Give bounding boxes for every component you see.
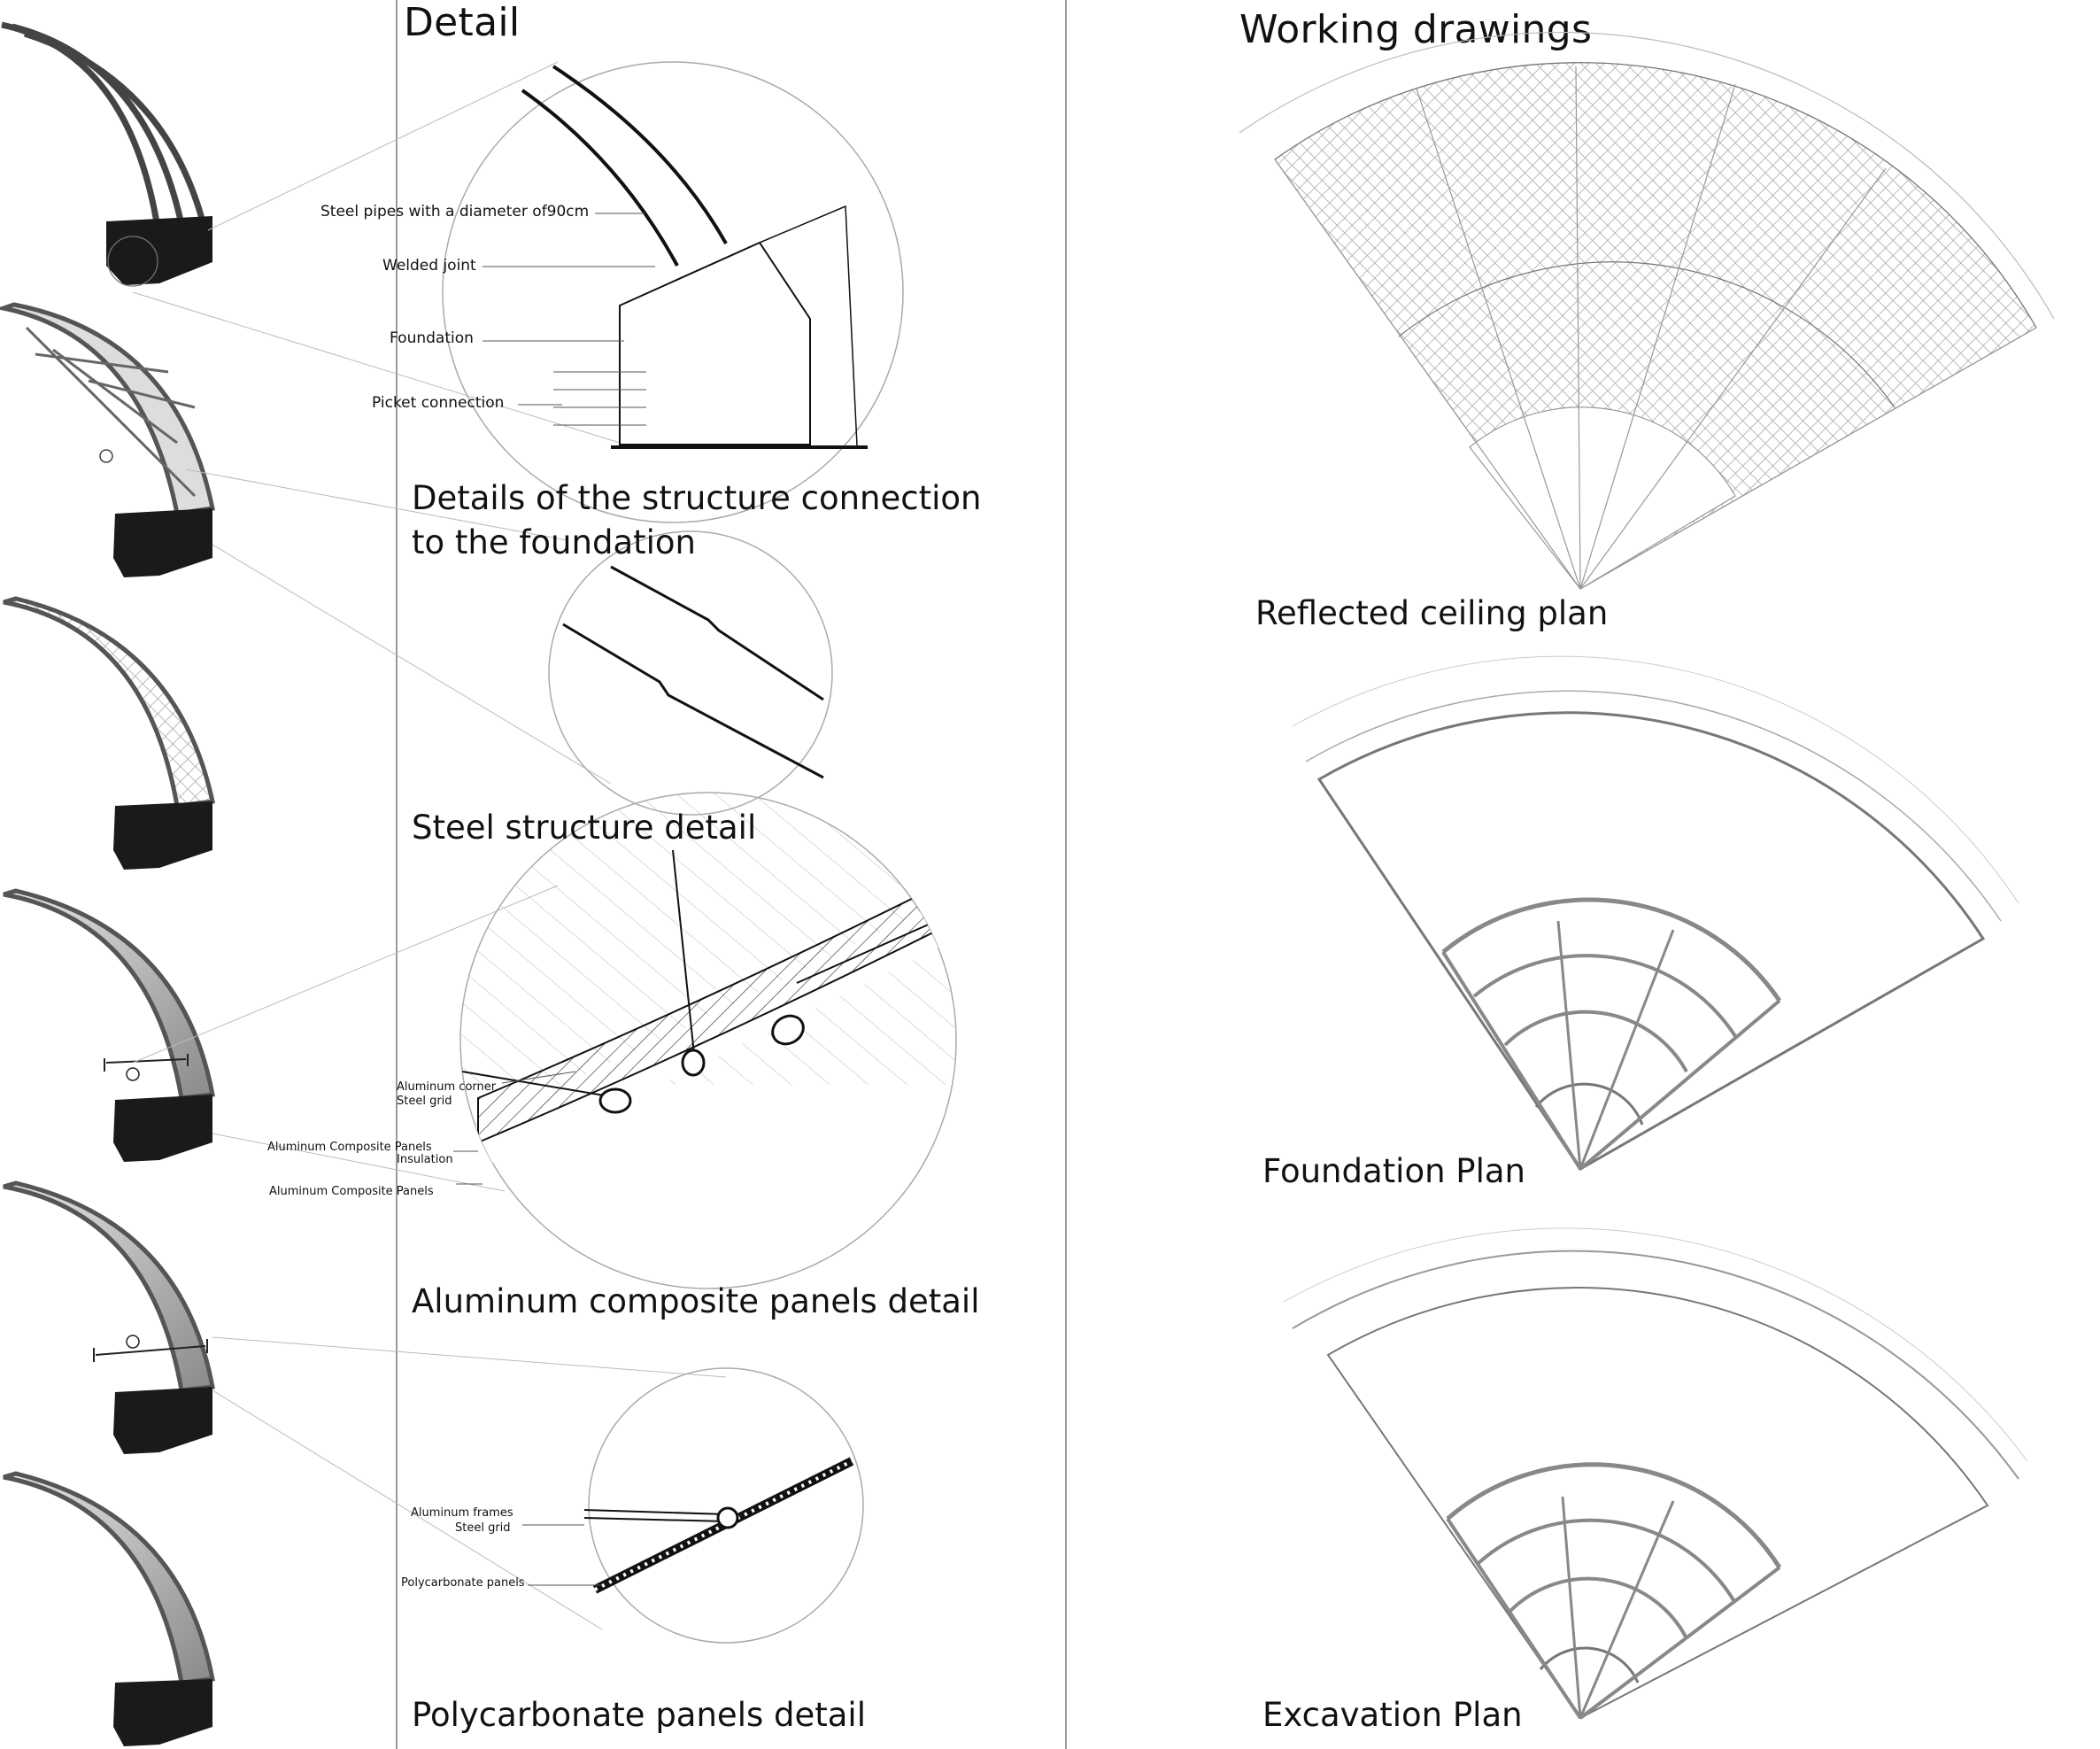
caption-foundation-plan: Foundation Plan	[1262, 1152, 1526, 1190]
label-steel-grid-b: Steel grid	[455, 1521, 511, 1535]
detail-title: Detail	[404, 0, 521, 45]
label-steel-pipes: Steel pipes with a diameter of90cm	[320, 203, 590, 221]
caption-connection: Details of the structure connection to t…	[412, 479, 982, 561]
label-foundation: Foundation	[390, 329, 474, 347]
arch-model-final	[3, 1471, 215, 1746]
detail-polycarbonate	[522, 1367, 864, 1644]
caption-excavation-plan: Excavation Plan	[1262, 1696, 1523, 1734]
caption-reflected-ceiling: Reflected ceiling plan	[1255, 594, 1609, 632]
label-welded-joint: Welded joint	[382, 257, 476, 275]
caption-aluminum: Aluminum composite panels detail	[412, 1282, 980, 1320]
detail-connection	[442, 61, 904, 523]
label-aluminum-frames: Aluminum frames	[411, 1506, 513, 1520]
working-drawings-title: Working drawings	[1239, 7, 1593, 52]
detail-aluminum	[453, 792, 957, 1289]
arch-model-polycarbonate	[3, 1180, 215, 1454]
arch-model-pipes	[1, 21, 212, 287]
label-picket-connection: Picket connection	[372, 394, 505, 412]
plan-foundation	[1292, 655, 2019, 1171]
divider-right	[1065, 0, 1067, 1749]
arch-model-lattice	[3, 596, 216, 870]
divider-left	[396, 0, 398, 1749]
arch-model-aluminum	[3, 888, 215, 1162]
label-acp-1: Aluminum Composite Panels	[267, 1141, 432, 1154]
label-polycarbonate-panels: Polycarbonate panels	[401, 1576, 525, 1590]
label-aluminum-corner: Aluminum corner	[397, 1080, 497, 1094]
plan-excavation	[1283, 1227, 2028, 1720]
caption-polycarbonate: Polycarbonate panels detail	[412, 1696, 866, 1734]
leader-lines	[132, 61, 727, 1630]
label-insulation: Insulation	[397, 1153, 453, 1166]
label-acp-2: Aluminum Composite Panels	[269, 1185, 434, 1198]
plan-reflected-ceiling	[1239, 32, 2055, 590]
arch-model-steel	[0, 302, 215, 577]
label-steel-grid-a: Steel grid	[397, 1095, 452, 1108]
caption-steel: Steel structure detail	[412, 809, 757, 847]
